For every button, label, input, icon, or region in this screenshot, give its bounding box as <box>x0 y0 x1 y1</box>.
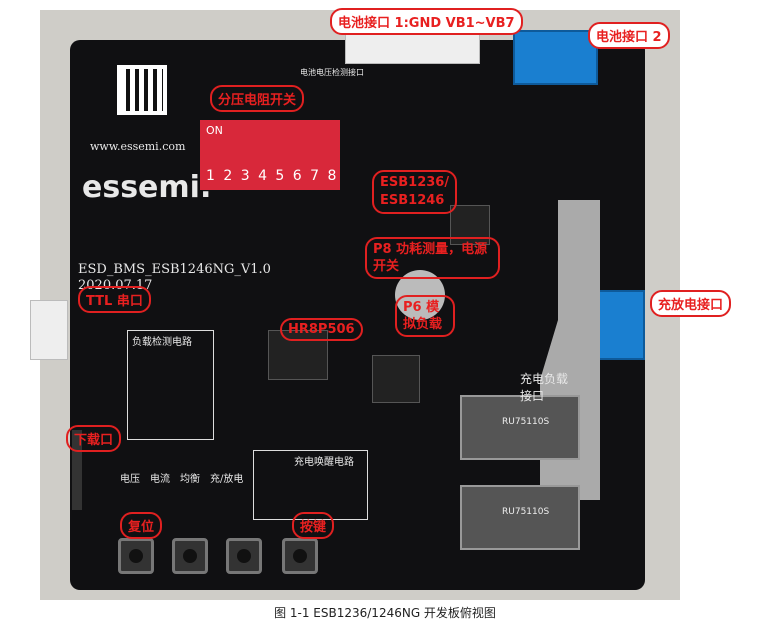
charge-load-label: 充电负载接口 <box>520 372 569 403</box>
mosfet-2: RU75110S <box>460 485 580 550</box>
callout-mcu: HR8P506 <box>280 318 363 341</box>
figure-caption: 图 1-1 ESB1236/1246NG 开发板俯视图 <box>274 606 496 620</box>
callout-ttl: TTL 串口 <box>78 286 151 313</box>
u4-chip <box>372 355 420 403</box>
key-button[interactable] <box>282 538 318 574</box>
download-header <box>72 430 82 510</box>
callout-battery-1: 电池接口 1:GND VB1~VB7 <box>330 8 523 35</box>
led4-label: 充/放电 <box>210 474 244 485</box>
button-2[interactable] <box>172 538 208 574</box>
battery-voltage-label: 电池电压检测接口 <box>300 68 364 77</box>
mosfet-1-text: RU75110S <box>502 417 550 427</box>
led3-label: 均衡 <box>180 474 200 485</box>
date-text: 2020.07.17 <box>78 278 153 293</box>
battery-terminal-2 <box>513 30 598 85</box>
model-text: ESD_BMS_ESB1246NG_V1.0 <box>78 262 271 277</box>
led1-label: 电压 <box>120 474 140 485</box>
dip-on-label: ON <box>206 124 223 137</box>
battery-connector-1 <box>345 30 480 64</box>
callout-p8: P8 功耗测量，电源开关 <box>365 237 500 279</box>
mcu-chip <box>268 330 328 380</box>
button-3[interactable] <box>226 538 262 574</box>
qr-code <box>117 65 167 115</box>
dip-switch[interactable]: ON 1 2 3 4 5 6 7 8 <box>200 120 340 190</box>
brand-logo: essemi. <box>82 170 212 205</box>
callout-battery-2: 电池接口 2 <box>588 22 670 49</box>
callout-charge-port: 充放电接口 <box>650 290 732 317</box>
led2-label: 电流 <box>150 474 170 485</box>
dip-numbers: 1 2 3 4 5 6 7 8 <box>206 168 339 184</box>
callout-esb-chip: ESB1236/ ESB1246 <box>372 170 458 214</box>
mosfet-1: RU75110S <box>460 395 580 460</box>
callout-key: 按键 <box>292 512 335 539</box>
callout-p6: P6 模拟负载 <box>395 295 455 337</box>
callout-divider-switch: 分压电阻开关 <box>210 85 305 112</box>
wake-circuit-label: 充电唤醒电路 <box>294 457 354 468</box>
callout-download: 下载口 <box>66 425 122 452</box>
callout-reset: 复位 <box>120 512 163 539</box>
load-circuit-box: 负载检测电路 <box>127 330 214 440</box>
wake-circuit-box: 充电唤醒电路 <box>253 450 368 520</box>
mosfet-2-text: RU75110S <box>502 507 550 517</box>
website-text: www.essemi.com <box>90 140 186 153</box>
ttl-connector <box>30 300 68 360</box>
reset-button[interactable] <box>118 538 154 574</box>
load-circuit-label: 负载检测电路 <box>132 337 192 348</box>
